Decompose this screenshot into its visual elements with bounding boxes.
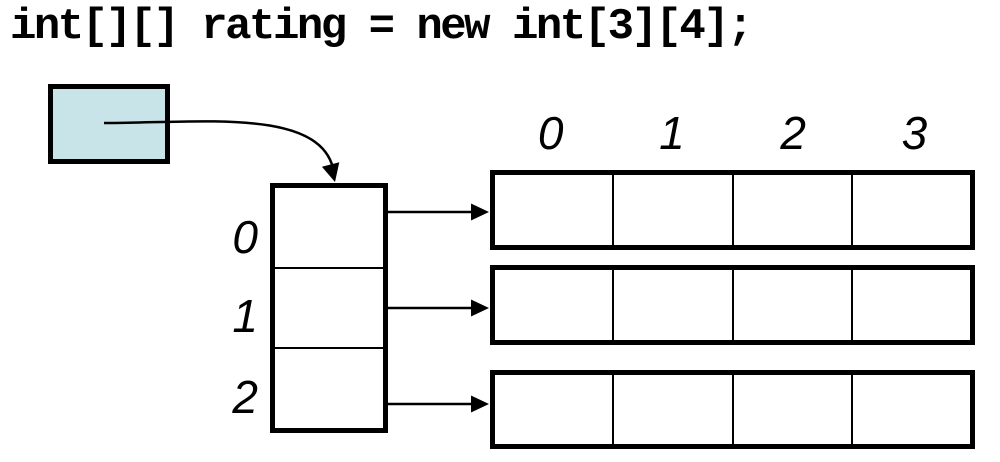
array-cell xyxy=(612,375,732,444)
outer-array-cell-0 xyxy=(275,188,383,267)
array-cell xyxy=(731,175,851,245)
array-cell xyxy=(731,270,851,340)
array-cell xyxy=(612,175,732,245)
code-declaration: int[][] rating = new int[3][4]; xyxy=(10,2,754,52)
column-index-label-2: 2 xyxy=(780,107,806,159)
row-index-label-0: 0 xyxy=(232,211,258,263)
column-index-labels: 0 1 2 3 xyxy=(490,108,975,158)
column-index-label-1: 1 xyxy=(659,107,685,159)
array-cell xyxy=(850,375,970,444)
array-cell xyxy=(495,270,613,340)
inner-array-row-1 xyxy=(490,265,975,345)
outer-array-cell-1 xyxy=(275,266,383,348)
array-cell xyxy=(612,270,732,340)
inner-array-row-2 xyxy=(490,370,975,449)
array-cell xyxy=(850,175,970,245)
outer-array-cell-2 xyxy=(275,347,383,429)
array-cell xyxy=(731,375,851,444)
row-index-label-1: 1 xyxy=(232,290,258,342)
array-cell xyxy=(495,175,613,245)
column-index-label-3: 3 xyxy=(901,107,928,159)
array-cell xyxy=(850,270,970,340)
row-index-label-2: 2 xyxy=(232,371,258,423)
inner-array-row-0 xyxy=(490,170,975,250)
column-index-label-0: 0 xyxy=(537,107,564,159)
array-cell xyxy=(495,375,613,444)
array-reference-box xyxy=(48,84,170,164)
outer-array xyxy=(270,183,388,433)
